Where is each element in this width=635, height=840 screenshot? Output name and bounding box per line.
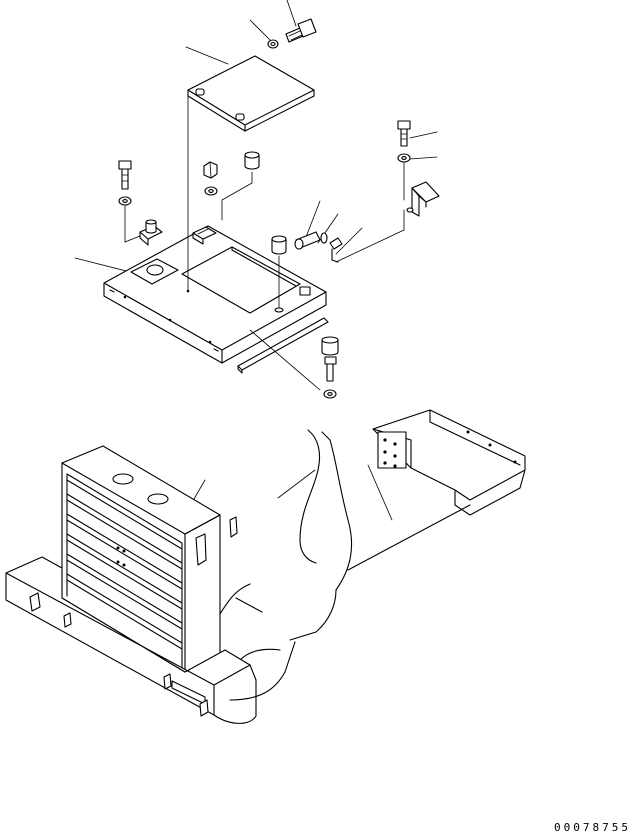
front-bumper [5,556,257,724]
left-washer [118,196,132,206]
leader-lines [74,0,438,521]
floor-plate [103,225,327,364]
cushion-leader [221,171,253,221]
clip [329,237,343,263]
rubber-cushion-bottom [321,336,339,356]
vehicle-body [219,429,471,701]
bracket-washer [397,153,411,163]
mounting-bracket [406,181,440,217]
rubber-cushion-middle [271,235,287,255]
floor-cover-plate [187,55,315,132]
left-bolt [118,160,132,190]
bracket-bolt [397,120,411,147]
lower-axis [249,329,321,391]
cover-bolt [285,18,317,43]
lower-bolt [324,356,337,382]
reference-code: 00078755 [554,821,631,834]
cover-washer [267,39,279,49]
rubber-cushion-top [244,151,260,170]
clip-axis [335,229,405,263]
grille-louvers [66,473,183,669]
edge-trim [237,317,329,374]
stud-bolt [294,231,321,250]
center-washer [204,186,218,196]
main-frame [372,409,526,516]
stud-washer [320,232,328,244]
hex-nut [203,161,218,179]
radiator-guard [61,445,238,673]
lower-washer [323,389,337,399]
rubber-mount [139,219,163,246]
